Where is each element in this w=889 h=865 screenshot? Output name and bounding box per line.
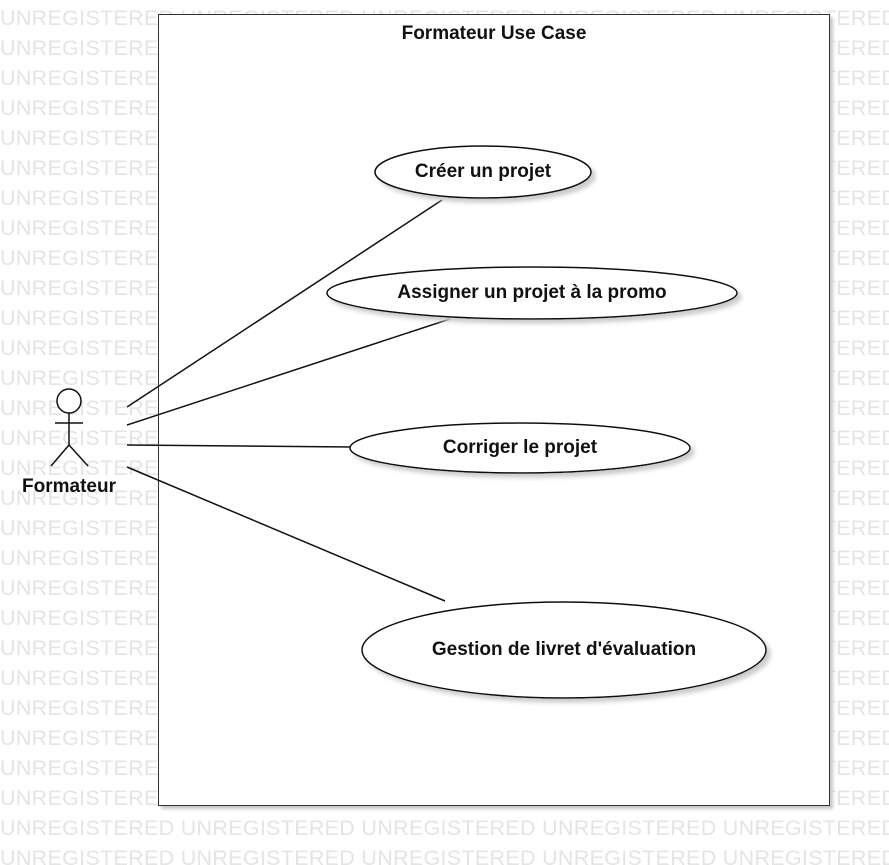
use-case-assigner-projet[interactable]	[326, 266, 738, 320]
association-line-creer	[126, 199, 443, 408]
use-case-gestion-livret[interactable]	[361, 601, 767, 699]
actor-stick-figure-icon[interactable]	[50, 388, 89, 467]
association-line-assigner	[126, 318, 451, 426]
use-case-creer-projet[interactable]	[374, 145, 592, 199]
system-title: Formateur Use Case	[401, 23, 587, 44]
use-case-label-assigner-projet: Assigner un projet à la promo	[397, 282, 667, 303]
actor-label: Formateur	[22, 476, 116, 497]
use-case-label-gestion-livret: Gestion de livret d'évaluation	[431, 639, 697, 660]
association-line-corriger	[126, 444, 353, 448]
use-case-corriger-projet[interactable]	[349, 422, 691, 474]
association-line-gestion	[126, 466, 446, 602]
use-case-label-creer-projet: Créer un projet	[414, 161, 552, 182]
use-case-label-corriger-projet: Corriger le projet	[442, 437, 598, 458]
